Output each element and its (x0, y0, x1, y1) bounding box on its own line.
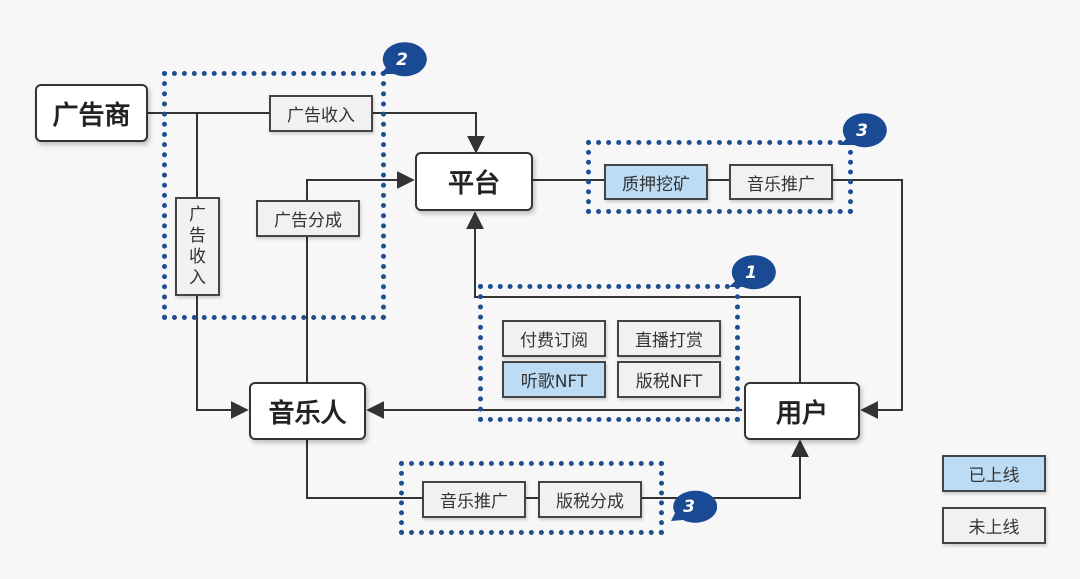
platform-node: 平台 (415, 152, 533, 211)
music-promotion-platform-label: 音乐推广 (729, 164, 833, 200)
badge-number: 2 (396, 50, 408, 70)
musician-node: 音乐人 (249, 382, 366, 440)
speech-bubble-icon (380, 42, 427, 77)
ad-income-vertical-char: 入 (189, 267, 206, 288)
group-musician-services-border (399, 461, 664, 535)
paid-subscription-label: 付费订阅 (502, 320, 606, 357)
badge-3-bottom-bubble: 3 (661, 487, 718, 527)
edge-platform-to-user (533, 179, 903, 419)
staking-mining-label: 质押挖矿 (604, 164, 708, 200)
speech-bubble-icon (671, 490, 718, 523)
badge-number: 3 (683, 497, 695, 517)
user-node: 用户 (744, 382, 860, 440)
badge-number: 1 (745, 263, 757, 283)
ad-income-vertical-label: 广 告 收 入 (175, 197, 220, 296)
royalty-nft-label: 版税NFT (617, 361, 721, 398)
edge-musician-to-platform (306, 171, 415, 382)
edge-advertiser-to-platform (148, 112, 485, 154)
speech-bubble-icon (840, 113, 887, 148)
group-user-payments-border (478, 284, 740, 422)
badge-2-bubble: 2 (374, 40, 430, 80)
badge-1-bubble: 1 (723, 253, 779, 293)
live-tipping-label: 直播打赏 (617, 320, 721, 357)
ad-income-vertical-char: 告 (189, 225, 206, 246)
ad-income-vertical-char: 广 (189, 204, 206, 225)
music-promotion-bottom-label: 音乐推广 (422, 481, 526, 518)
ad-share-label: 广告分成 (256, 200, 360, 237)
badge-3-top-bubble: 3 (834, 111, 890, 151)
speech-bubble-icon (729, 255, 776, 290)
ad-income-vertical-char: 收 (189, 246, 206, 267)
listen-nft-label: 听歌NFT (502, 361, 606, 398)
edge-user-to-platform (466, 211, 801, 382)
badge-number: 3 (856, 121, 868, 141)
legend-online: 已上线 (942, 455, 1046, 492)
group-ads-border (162, 71, 386, 320)
advertiser-node: 广告商 (35, 84, 148, 142)
group-platform-services-border (586, 140, 853, 214)
ad-income-label: 广告收入 (269, 95, 373, 132)
royalty-split-label: 版税分成 (538, 481, 642, 518)
legend-not-online: 未上线 (942, 507, 1046, 544)
